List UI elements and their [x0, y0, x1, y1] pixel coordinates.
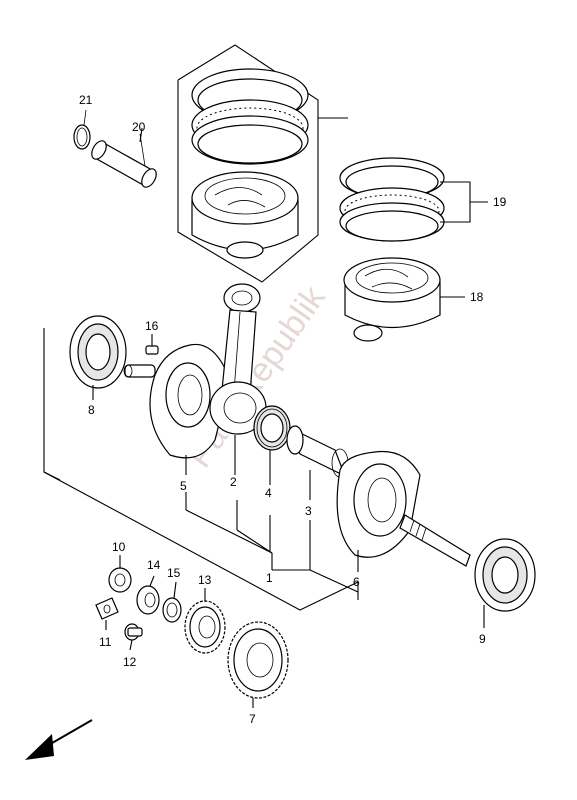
callout-14: 14 [147, 558, 161, 572]
circlip [73, 109, 91, 150]
callout-15: 15 [167, 566, 181, 580]
bearing-left [69, 315, 127, 400]
callout-8: 8 [88, 403, 95, 417]
callout-18: 18 [470, 290, 484, 304]
callout-10: 10 [112, 540, 126, 554]
piston-upper [191, 171, 299, 259]
callout-6: 6 [353, 575, 360, 589]
callout-12: 12 [123, 655, 137, 669]
callout-1: 1 [266, 571, 273, 585]
small-gear [184, 600, 226, 654]
crankshaft-bracket [43, 328, 359, 611]
crank-web-left [123, 343, 231, 475]
crank-pin [286, 425, 349, 500]
lock-washer [95, 597, 119, 620]
piston-rings-upper [191, 68, 309, 165]
callout-16: 16 [145, 319, 159, 333]
leader-lines [105, 127, 206, 651]
callout-13: 13 [198, 573, 212, 587]
arrow-front-icon [25, 719, 93, 760]
key-pin [145, 334, 159, 355]
needle-bearing [253, 405, 291, 485]
callout-labels: 1 2 3 4 5 6 7 8 9 10 11 12 13 14 15 16 1… [79, 93, 507, 726]
connecting-rod [209, 283, 267, 475]
callout-4: 4 [265, 486, 272, 500]
washer [162, 597, 182, 623]
callout-21: 21 [79, 93, 93, 107]
piston-assembly-frame [177, 44, 348, 283]
piston-rings-right [339, 157, 488, 242]
piston-right [343, 257, 465, 342]
callout-9: 9 [479, 632, 486, 646]
callout-5: 5 [180, 479, 187, 493]
callout-11: 11 [99, 635, 112, 649]
nut [108, 555, 132, 593]
bolt [124, 623, 143, 641]
callout-7: 7 [249, 712, 256, 726]
piston-pin [91, 133, 157, 188]
callout-19: 19 [493, 195, 507, 209]
callout-20: 20 [132, 120, 146, 134]
crank-web-right [336, 450, 471, 572]
bearing-right [474, 538, 536, 628]
callout-2: 2 [230, 475, 237, 489]
spacer [136, 585, 160, 615]
callout-3: 3 [305, 504, 312, 518]
large-gear [227, 621, 289, 708]
